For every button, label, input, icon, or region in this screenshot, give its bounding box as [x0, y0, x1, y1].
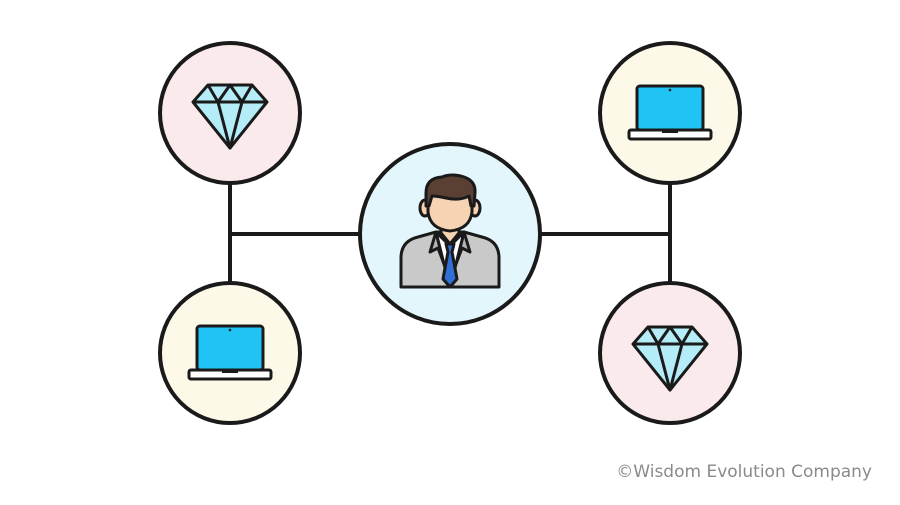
businessman-icon: [399, 173, 501, 289]
laptop-icon: [627, 84, 713, 141]
node-bottom-right: [598, 281, 742, 425]
copyright-text: ©Wisdom Evolution Company: [616, 462, 872, 482]
connector-lines: [228, 182, 672, 284]
node-top-right: [598, 41, 742, 185]
node-top-left: [158, 41, 302, 185]
node-center: [358, 142, 542, 326]
node-bottom-left: [158, 281, 302, 425]
laptop-icon: [187, 324, 273, 381]
